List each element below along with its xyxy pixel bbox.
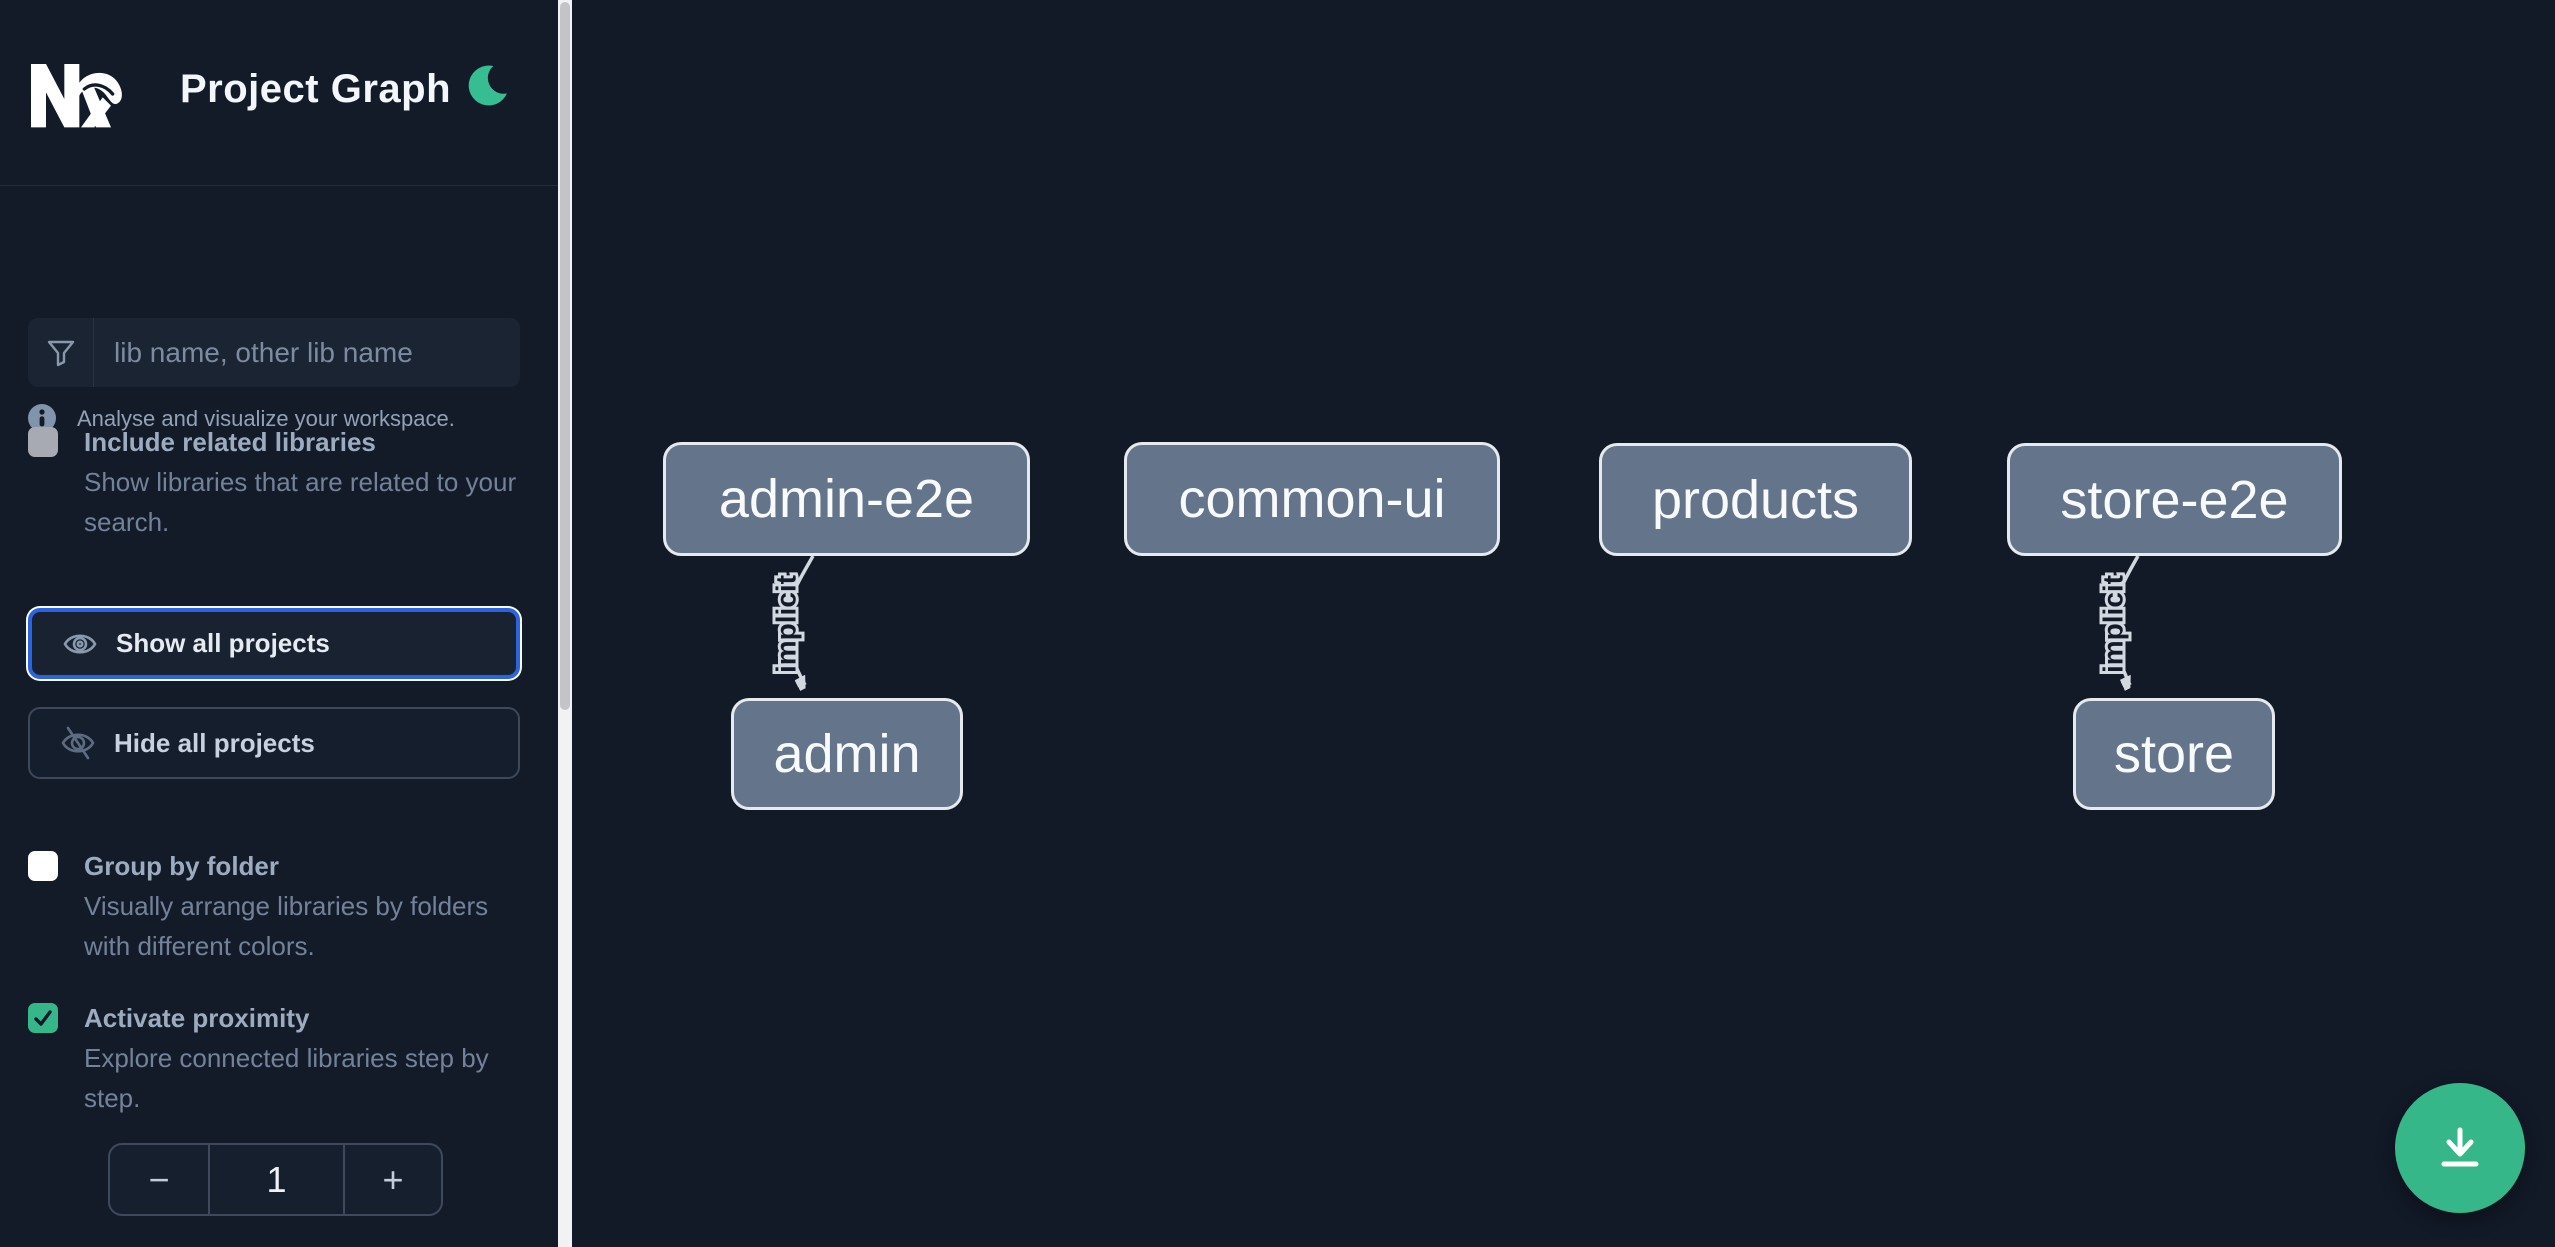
dark-mode-moon-icon[interactable] xyxy=(466,64,508,106)
proximity-increment-button[interactable]: + xyxy=(345,1145,441,1214)
download-icon xyxy=(2441,1127,2479,1167)
graph-node-store[interactable]: store xyxy=(2073,698,2275,810)
info-icon xyxy=(28,404,56,432)
graph-node-products[interactable]: products xyxy=(1599,443,1912,556)
include-related-checkbox[interactable] xyxy=(28,427,58,457)
edge-label-implicit: implicit xyxy=(770,575,801,673)
edge-store-e2e-to-store xyxy=(2112,555,2140,685)
sidebar-header: Project Graph xyxy=(0,0,558,186)
plus-icon: + xyxy=(382,1158,404,1200)
activate-proximity-label: Activate proximity xyxy=(84,1003,310,1033)
filter-box xyxy=(28,318,520,387)
download-image-button[interactable] xyxy=(2395,1083,2525,1213)
nx-logo xyxy=(31,64,122,128)
project-graph-canvas[interactable]: implicit implicit admin-e2e common-ui pr… xyxy=(572,0,2555,1247)
hide-all-projects-label: Hide all projects xyxy=(114,727,315,758)
group-by-folder-label: Group by folder xyxy=(84,851,279,881)
graph-node-store-e2e[interactable]: store-e2e xyxy=(2007,443,2342,556)
edge-admin-e2e-to-admin xyxy=(785,555,815,685)
include-related-description: Show libraries that are related to your … xyxy=(84,467,517,537)
include-related-label: Include related libraries xyxy=(84,427,376,457)
minus-icon: − xyxy=(148,1158,170,1200)
show-all-projects-label: Show all projects xyxy=(116,628,330,658)
eye-icon xyxy=(62,626,98,662)
eye-slash-icon xyxy=(60,725,96,761)
page-title: Project Graph xyxy=(180,67,452,111)
sidebar-scrollbar-thumb[interactable] xyxy=(560,2,570,710)
include-related-text: Include related libraries Show libraries… xyxy=(84,422,520,542)
sidebar: Project Graph Analyse and visualize your… xyxy=(0,0,558,1247)
graph-node-admin-e2e[interactable]: admin-e2e xyxy=(663,442,1030,556)
proximity-stepper: − 1 + xyxy=(108,1143,443,1216)
group-by-folder-description: Visually arrange libraries by folders wi… xyxy=(84,891,489,961)
checkmark-icon xyxy=(34,1010,52,1026)
show-all-projects-button[interactable]: Show all projects xyxy=(28,608,520,679)
activate-proximity-checkbox[interactable] xyxy=(28,1003,58,1033)
graph-node-admin[interactable]: admin xyxy=(731,698,963,810)
intro-text: Analyse and visualize your workspace. xyxy=(77,406,455,431)
graph-edges: implicit implicit xyxy=(767,555,2140,1247)
funnel-icon xyxy=(47,340,74,366)
filter-icon-cell xyxy=(28,318,94,387)
graph-node-common-ui[interactable]: common-ui xyxy=(1124,442,1500,556)
group-by-folder-text: Group by folder Visually arrange librari… xyxy=(84,846,520,966)
activate-proximity-description: Explore connected libraries step by step… xyxy=(84,1043,489,1113)
sidebar-scrollbar[interactable] xyxy=(558,0,572,1247)
hide-all-projects-button[interactable]: Hide all projects xyxy=(28,707,520,779)
proximity-decrement-button[interactable]: − xyxy=(110,1145,208,1214)
edge-label-implicit: implicit xyxy=(2097,575,2128,673)
filter-input[interactable] xyxy=(94,318,520,387)
activate-proximity-text: Activate proximity Explore connected lib… xyxy=(84,998,520,1118)
proximity-value: 1 xyxy=(208,1145,345,1214)
group-by-folder-checkbox[interactable] xyxy=(28,851,58,881)
